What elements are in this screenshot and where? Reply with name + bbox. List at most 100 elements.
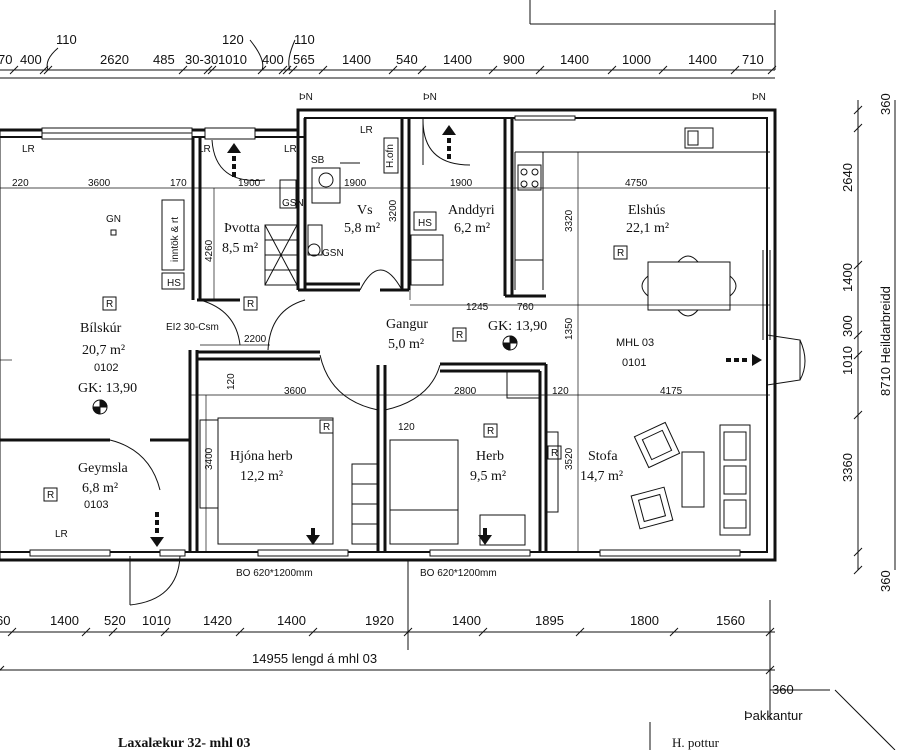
dim-label: 3400	[204, 447, 215, 470]
dim-label: 360	[878, 93, 893, 115]
dim-label: 1000	[622, 52, 651, 67]
dim-label: 300	[840, 315, 855, 337]
dim-label: 1245	[466, 302, 489, 313]
unit-name: MHL 03	[616, 337, 654, 349]
dim-label: 520	[104, 613, 126, 628]
floor-level: GK: 13,90	[488, 319, 547, 334]
label-intake: inntök & rt	[170, 217, 181, 262]
label-lr: LR	[198, 144, 211, 155]
dim-label: 1420	[203, 613, 232, 628]
dimension-tick	[7, 627, 17, 637]
dim-label: 3520	[564, 447, 575, 470]
room-name: Vs	[357, 203, 373, 218]
dim-label: 2640	[840, 163, 855, 192]
dim-label: 110	[56, 32, 77, 47]
r-label: R	[47, 490, 54, 501]
entry-arrows	[150, 125, 762, 547]
r-label: R	[247, 299, 254, 310]
room-area: 6,2 m²	[454, 221, 490, 236]
dim-label: 485	[153, 52, 175, 67]
dimension-tick	[207, 65, 217, 75]
dim-label: 400	[262, 52, 284, 67]
room-master: Hjóna herb 12,2 m²	[230, 449, 293, 484]
room-code: 0102	[94, 362, 118, 374]
dim-label: 3360	[840, 453, 855, 482]
north-mark: ÞN	[423, 92, 437, 103]
dim-label: 565	[293, 52, 315, 67]
dim-label: 120	[398, 422, 415, 433]
dim-label: 1560	[716, 613, 745, 628]
dim-label: 1895	[535, 613, 564, 628]
dim-label: 120	[552, 386, 569, 397]
dim-label: 4260	[204, 239, 215, 262]
room-name: Hjóna herb	[230, 449, 293, 464]
room-area: 12,2 m²	[240, 469, 283, 484]
top-dimension-labels: 70 400 110 2620 485 30-30 120 1010 400 1…	[0, 32, 764, 67]
dimension-tick	[607, 65, 617, 75]
dim-label: 1010	[142, 613, 171, 628]
floor-level: GK: 13,90	[78, 381, 137, 396]
bottom-windows	[29, 549, 741, 557]
r-label: R	[456, 330, 463, 341]
dim-label: 3320	[564, 209, 575, 232]
dim-label: 2200	[244, 334, 267, 345]
dimension-tick	[853, 330, 863, 340]
dim-label: 1400	[50, 613, 79, 628]
dimension-tick	[318, 65, 328, 75]
dim-label: 170	[170, 178, 187, 189]
dimension-tick	[765, 627, 775, 637]
dimension-tick	[767, 65, 777, 75]
label-hs: HS	[418, 218, 432, 229]
dimension-tick	[853, 565, 863, 575]
dimension-tick	[478, 627, 488, 637]
inner-dimension-labels: 220 3600 170 1900 1900 1900 4750 3200 33…	[12, 178, 683, 470]
roof-edge-dim: 360	[772, 682, 794, 697]
label-lr: LR	[55, 529, 68, 540]
room-name: Anddyri	[448, 203, 495, 218]
north-mark: ÞN	[752, 92, 766, 103]
room-entry: Anddyri 6,2 m²	[448, 203, 495, 236]
room-area: 20,7 m²	[82, 343, 125, 358]
room-name: Gangur	[386, 317, 428, 332]
room-bedroom: Herb 9,5 m²	[470, 449, 506, 484]
label-sb: SB	[311, 155, 325, 166]
dimension-tick	[308, 627, 318, 637]
top-dimension-chain	[0, 0, 777, 79]
dim-label: 3200	[388, 199, 399, 222]
room-name: Þvotta	[224, 221, 261, 236]
r-label: R	[106, 299, 113, 310]
dim-label: 710	[742, 52, 764, 67]
room-name: Bílskúr	[80, 321, 122, 336]
dim-label: 3600	[284, 386, 307, 397]
level-markers	[92, 335, 518, 415]
room-garage: Bílskúr 20,7 m² GK: 13,90 0102	[78, 321, 137, 396]
dimension-tick	[160, 627, 170, 637]
bottom-dimension-chain	[0, 560, 896, 750]
dim-label: 120	[226, 373, 237, 390]
dimension-tick	[853, 547, 863, 557]
unit-code: 0101	[622, 357, 646, 369]
dim-label: 1400	[342, 52, 371, 67]
dimension-tick	[488, 65, 498, 75]
room-laundry: Þvotta 8,5 m²	[222, 221, 261, 256]
dim-label: 70	[0, 52, 12, 67]
outlet-icon	[110, 229, 117, 236]
room-wc: Vs 5,8 m²	[344, 203, 380, 236]
label-hs: HS	[167, 278, 181, 289]
dimension-tick	[730, 65, 740, 75]
dimension-tick	[535, 65, 545, 75]
dim-label: 1350	[564, 317, 575, 340]
dim-label: 1800	[630, 613, 659, 628]
dim-label: 1010	[218, 52, 247, 67]
inner-dimension-lines	[0, 152, 770, 552]
dimension-tick	[853, 350, 863, 360]
dimension-tick	[81, 627, 91, 637]
dim-label: 110	[294, 32, 315, 47]
dim-label: 1920	[365, 613, 394, 628]
total-width: 8710 Heildarbreidd	[878, 286, 893, 396]
room-living: Stofa 14,7 m²	[580, 449, 623, 484]
right-dimension-labels: 360 2640 1400 300 1010 3360 360 8710 Hei…	[840, 93, 893, 592]
room-name: Elshús	[628, 203, 665, 218]
dimension-tick	[417, 65, 427, 75]
